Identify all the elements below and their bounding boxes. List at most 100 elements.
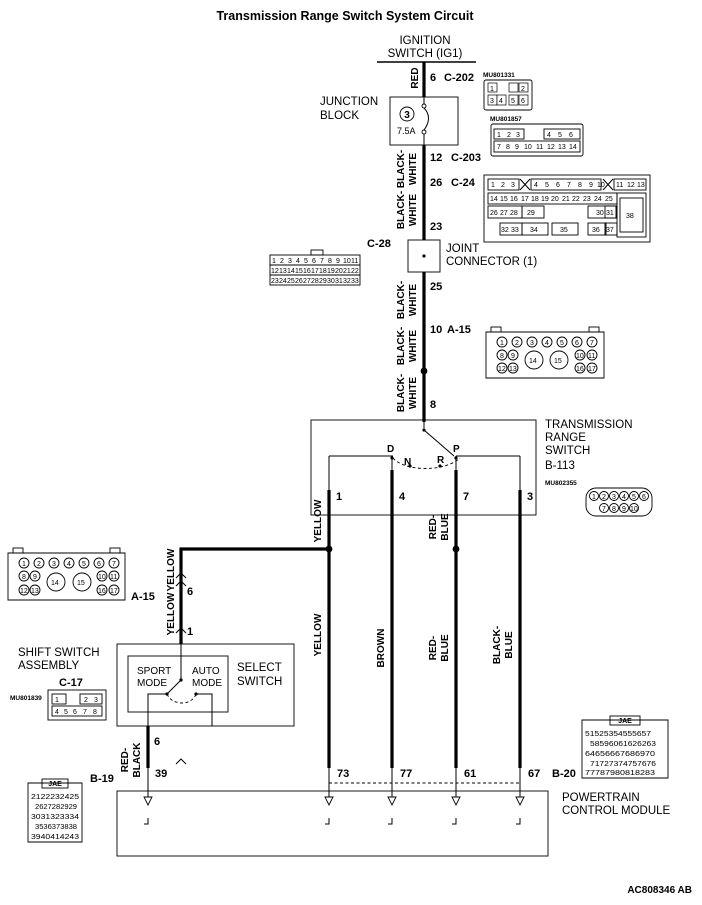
connector-face-c28: 1 2 3 4 5 6 7 8 9 10 11 12 13 14 15 16 1… xyxy=(269,249,361,286)
pin-1-c17: 1 xyxy=(187,626,193,638)
trs-pos-n: N xyxy=(404,457,411,468)
svg-text:36: 36 xyxy=(592,227,600,234)
wire-label-yellow-3: YELLOW xyxy=(166,548,177,591)
wire-label-bw3b: WHITE xyxy=(408,284,419,317)
svg-text:15: 15 xyxy=(500,196,508,203)
svg-text:9: 9 xyxy=(336,258,340,265)
svg-text:10: 10 xyxy=(630,506,638,513)
svg-text:2: 2 xyxy=(602,494,606,501)
svg-text:12: 12 xyxy=(498,366,506,373)
svg-text:2: 2 xyxy=(84,697,88,704)
wire-label-bw1a: BLACK- xyxy=(396,150,407,188)
wire-yellow-to-shift-switch xyxy=(179,547,329,644)
connector-c24: C-24 xyxy=(451,177,476,189)
wire-label-bw4a: BLACK- xyxy=(396,327,407,365)
svg-text:4: 4 xyxy=(622,494,626,501)
pin-1: 1 xyxy=(336,491,342,503)
select-switch-contacts xyxy=(147,644,213,726)
svg-text:24: 24 xyxy=(279,278,287,285)
svg-text:26: 26 xyxy=(295,278,303,285)
splice-point-1 xyxy=(420,367,428,375)
svg-text:1: 1 xyxy=(500,340,504,347)
svg-text:23: 23 xyxy=(271,278,279,285)
svg-text:5: 5 xyxy=(511,98,515,105)
ignition-label-2: SWITCH (IG1) xyxy=(388,48,463,60)
splice-point-red-blue xyxy=(452,545,460,553)
wire-label-brown: BROWN xyxy=(376,629,387,668)
svg-text:11: 11 xyxy=(536,144,543,151)
connector-face-a15-right: 1 2 3 4 5 6 7 8 9 14 15 10 11 12 13 16 1… xyxy=(485,326,605,379)
svg-text:8: 8 xyxy=(578,182,582,189)
svg-text:15: 15 xyxy=(295,268,303,275)
connector-a15: A-15 xyxy=(447,324,471,336)
pin-67: 67 xyxy=(528,768,540,780)
pin-6-a15: 6 xyxy=(187,586,193,598)
svg-text:13: 13 xyxy=(31,588,39,595)
pin-77: 77 xyxy=(400,768,412,780)
wire-label-rbk-a: RED- xyxy=(120,748,131,772)
svg-text:11: 11 xyxy=(351,258,358,265)
svg-text:7: 7 xyxy=(602,506,606,513)
svg-text:6: 6 xyxy=(312,258,316,265)
svg-text:3: 3 xyxy=(288,258,292,265)
svg-text:25: 25 xyxy=(287,278,295,285)
figure-code: AC808346 AB xyxy=(627,885,692,896)
wire-label-yellow-4: YELLOW xyxy=(166,592,177,635)
svg-text:30: 30 xyxy=(327,278,335,285)
pin-12: 12 xyxy=(430,152,442,164)
svg-text:2: 2 xyxy=(501,182,505,189)
svg-text:6: 6 xyxy=(521,98,525,105)
pin-39: 39 xyxy=(155,768,167,780)
svg-text:5: 5 xyxy=(82,561,86,568)
svg-text:51525354555657: 51525354555657 xyxy=(585,731,651,738)
svg-text:11: 11 xyxy=(110,574,117,581)
pin-8: 8 xyxy=(430,399,436,411)
svg-text:7: 7 xyxy=(567,182,571,189)
svg-text:2: 2 xyxy=(280,258,284,265)
svg-text:33: 33 xyxy=(511,227,519,234)
wire-break-marks xyxy=(175,572,187,765)
pin-7: 7 xyxy=(463,491,469,503)
ignition-label-1: IGNITION xyxy=(399,35,450,47)
part-number-mu801331: MU801331 xyxy=(483,72,515,79)
svg-text:7: 7 xyxy=(590,340,594,347)
svg-text:32: 32 xyxy=(501,227,509,234)
svg-text:1: 1 xyxy=(272,258,276,265)
svg-text:8: 8 xyxy=(22,574,26,581)
svg-text:3: 3 xyxy=(516,132,520,139)
trs-label-3: SWITCH xyxy=(545,445,590,457)
svg-text:11: 11 xyxy=(588,353,595,360)
svg-text:5: 5 xyxy=(545,182,549,189)
svg-text:3: 3 xyxy=(94,697,98,704)
svg-text:4: 4 xyxy=(545,340,549,347)
svg-text:1: 1 xyxy=(491,182,495,189)
svg-text:18: 18 xyxy=(531,196,539,203)
svg-text:27: 27 xyxy=(500,210,508,217)
svg-text:16: 16 xyxy=(303,268,311,275)
svg-text:19: 19 xyxy=(541,196,549,203)
wire-label-bw5b: WHITE xyxy=(408,377,419,410)
svg-text:5: 5 xyxy=(558,132,562,139)
svg-text:10: 10 xyxy=(524,144,532,151)
part-number-mu801839: MU801839 xyxy=(10,695,42,702)
shift-switch-box xyxy=(116,643,295,727)
svg-text:JAE: JAE xyxy=(48,781,62,788)
connector-c17: C-17 xyxy=(59,677,83,689)
select-switch-box xyxy=(127,655,229,713)
svg-text:30: 30 xyxy=(596,210,604,217)
connector-face-mu801331: 1 2 3 4 5 6 xyxy=(483,79,533,111)
svg-text:12: 12 xyxy=(20,588,28,595)
shift-switch-label-2: ASSEMBLY xyxy=(18,660,79,672)
connector-face-mu802355: 1 2 3 4 5 6 7 8 9 10 xyxy=(585,487,653,517)
svg-text:8: 8 xyxy=(93,709,97,716)
svg-text:1: 1 xyxy=(490,86,494,93)
svg-text:4: 4 xyxy=(67,561,71,568)
svg-text:13: 13 xyxy=(637,182,645,189)
svg-text:2: 2 xyxy=(521,86,525,93)
svg-text:3031323334: 3031323334 xyxy=(31,814,79,821)
svg-text:5: 5 xyxy=(64,709,68,716)
trs-pos-d: D xyxy=(387,444,394,455)
svg-text:3: 3 xyxy=(52,561,56,568)
svg-text:12: 12 xyxy=(271,268,279,275)
